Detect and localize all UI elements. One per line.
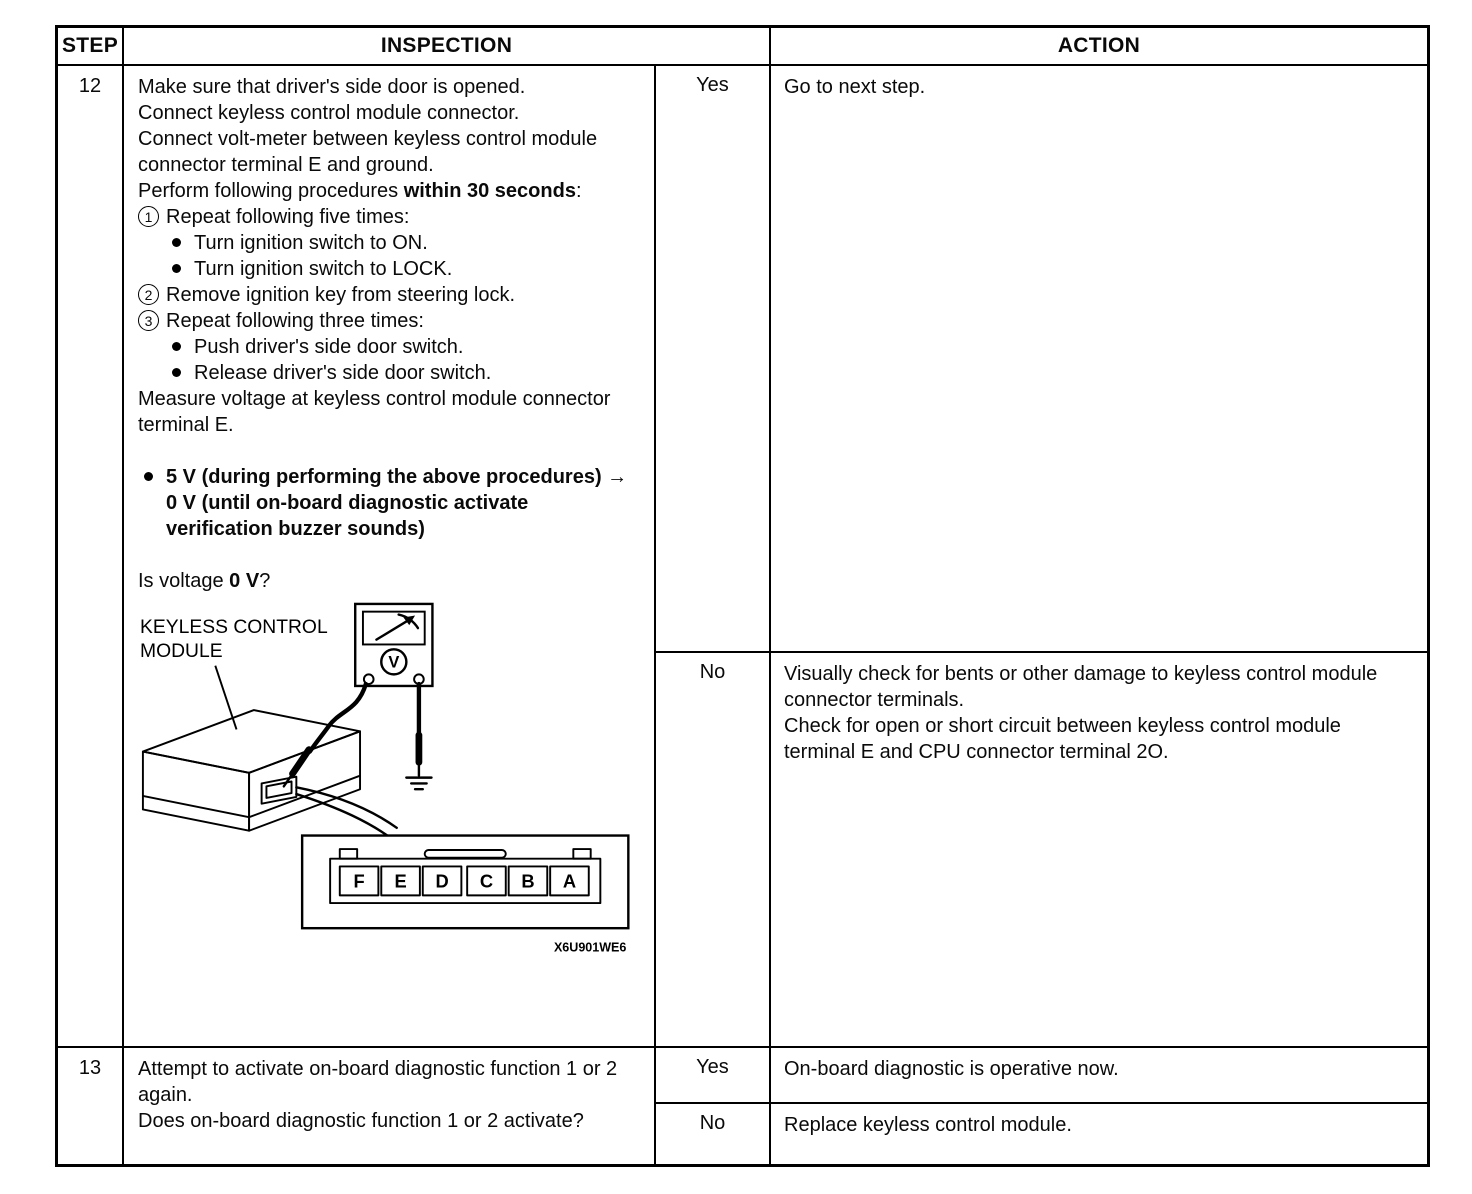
- module-label-line-1: KEYLESS CONTROL: [140, 617, 328, 638]
- yes-answer-cell: Yes: [656, 1048, 771, 1102]
- step-13-no-branch: No Replace keyless control module.: [656, 1102, 1427, 1164]
- numbered-step-text: Remove ignition key from steering lock.: [166, 284, 516, 306]
- connector-body: [329, 857, 602, 905]
- sub-bullet: Push driver's side door switch.: [138, 334, 640, 360]
- step-13-row: 13 Attempt to activate on-board diagnost…: [58, 1046, 1427, 1164]
- terminal-label-b: B: [521, 871, 534, 892]
- inspection-line: Make sure that driver's side door is ope…: [138, 76, 526, 98]
- bullet-dot: [144, 472, 153, 481]
- sub-bullet-text: Release driver's side door switch.: [194, 362, 492, 384]
- terminal-label-f: F: [353, 871, 364, 892]
- voltmeter-symbol: V: [388, 654, 399, 672]
- module-label-line-2: MODULE: [140, 641, 223, 662]
- troubleshooting-table: STEP INSPECTION ACTION 12 Make sure that…: [55, 25, 1430, 1167]
- action-text: Replace keyless control module.: [784, 1114, 1072, 1136]
- circled-number-2: 2: [138, 284, 159, 305]
- no-answer-cell: No: [656, 653, 771, 1046]
- no-action-cell: Replace keyless control module.: [771, 1104, 1427, 1164]
- step-12-no-branch: No Visually check for bents or other dam…: [656, 651, 1427, 1046]
- module-connector-socket: [260, 775, 298, 805]
- terminal-label-c: C: [480, 871, 493, 892]
- inspection-line: Perform following procedures within 30 s…: [138, 178, 640, 204]
- sub-bullet: Release driver's side door switch.: [138, 360, 640, 386]
- inspection-line: Does on-board diagnostic function 1 or 2…: [138, 1110, 584, 1132]
- inspection-line: Attempt to activate on-board diagnostic …: [138, 1058, 618, 1106]
- step-13-result-branches: Yes On-board diagnostic is operative now…: [656, 1048, 1427, 1164]
- voltage-spec-bullet: 5 V (during performing the above procedu…: [138, 464, 640, 542]
- step-12-result-branches: Yes Go to next step. No Visually check f…: [656, 66, 1427, 1046]
- figure-container: KEYLESS CONTROL MODULE: [138, 602, 640, 968]
- voltage-spec-text: 5 V (during performing the above procedu…: [166, 466, 628, 540]
- action-text: Visually check for bents or other damage…: [784, 663, 1378, 711]
- voltmeter-needle: [375, 619, 410, 641]
- module-label: KEYLESS CONTROL MODULE: [140, 617, 328, 730]
- sub-bullet: Turn ignition switch to ON.: [138, 230, 640, 256]
- keyless-control-module-box: [141, 709, 362, 832]
- step-12-row: 12 Make sure that driver's side door is …: [58, 64, 1427, 1046]
- bullet-dot: [172, 238, 181, 247]
- bullet-dot: [172, 342, 181, 351]
- numbered-step-text: Repeat following three times:: [166, 310, 424, 332]
- yes-answer-cell: Yes: [656, 66, 771, 651]
- question-text-bold: 0 V: [229, 570, 260, 592]
- inspection-question: Is voltage 0 V?: [138, 568, 640, 594]
- table-header-row: STEP INSPECTION ACTION: [58, 28, 1427, 64]
- step-13-yes-branch: Yes On-board diagnostic is operative now…: [656, 1048, 1427, 1102]
- voltmeter-needle-tip: [403, 615, 416, 626]
- question-text: ?: [259, 570, 271, 592]
- figure-code: X6U901WE6: [554, 940, 626, 954]
- inspection-text-bold: within 30 seconds: [403, 180, 576, 202]
- step-12-yes-branch: Yes Go to next step.: [656, 66, 1427, 651]
- numbered-step-text: Repeat following five times:: [166, 206, 410, 228]
- voltmeter-terminal-left: [362, 673, 375, 685]
- sub-bullet-text: Turn ignition switch to ON.: [194, 232, 428, 254]
- action-column-header: ACTION: [1057, 34, 1141, 57]
- no-answer-cell: No: [656, 1104, 771, 1164]
- inspection-text: Perform following procedures: [138, 180, 404, 202]
- bullet-dot: [172, 368, 181, 377]
- bullet-dot: [172, 264, 181, 273]
- inspection-line: Connect volt-meter between keyless contr…: [138, 128, 598, 176]
- terminal-label-e: E: [394, 871, 406, 892]
- inspection-line: Connect keyless control module connector…: [138, 102, 520, 124]
- inspection-text: :: [575, 180, 582, 202]
- action-text: Check for open or short circuit between …: [784, 715, 1341, 763]
- terminal-label-a: A: [563, 871, 576, 892]
- keyless-module-test-figure: KEYLESS CONTROL MODULE: [140, 602, 630, 954]
- circled-number-1: 1: [138, 206, 159, 227]
- step-13-inspection-cell: Attempt to activate on-board diagnostic …: [124, 1048, 656, 1164]
- numbered-step-2: 2 Remove ignition key from steering lock…: [138, 282, 640, 308]
- sub-bullet-text: Turn ignition switch to LOCK.: [194, 258, 453, 280]
- terminal-label-d: D: [435, 871, 448, 892]
- numbered-step-3: 3 Repeat following three times:: [138, 308, 640, 334]
- step-13-number: 13: [58, 1048, 124, 1164]
- ground-symbol: [405, 776, 433, 791]
- numbered-step-1: 1 Repeat following five times:: [138, 204, 640, 230]
- connector-pinout: F E D C B A: [300, 834, 630, 930]
- inspection-column-header: INSPECTION: [124, 28, 771, 64]
- no-action-cell: Visually check for bents or other damage…: [771, 653, 1427, 1046]
- yes-action-cell: Go to next step.: [771, 66, 1427, 651]
- step-12-inspection-cell: Make sure that driver's side door is ope…: [124, 66, 656, 1046]
- inspection-line: Measure voltage at keyless control modul…: [138, 388, 611, 436]
- sub-bullet: Turn ignition switch to LOCK.: [138, 256, 640, 282]
- voltmeter: V: [354, 602, 434, 688]
- yes-action-cell: On-board diagnostic is operative now.: [771, 1048, 1427, 1102]
- test-probe-left: [282, 681, 369, 788]
- step-column-header: STEP: [58, 28, 124, 64]
- sub-bullet-text: Push driver's side door switch.: [194, 336, 464, 358]
- circled-number-3: 3: [138, 310, 159, 331]
- action-text: On-board diagnostic is operative now.: [784, 1058, 1119, 1080]
- action-text: Go to next step.: [784, 76, 926, 98]
- step-12-number: 12: [58, 66, 124, 1046]
- question-text: Is voltage: [138, 570, 230, 592]
